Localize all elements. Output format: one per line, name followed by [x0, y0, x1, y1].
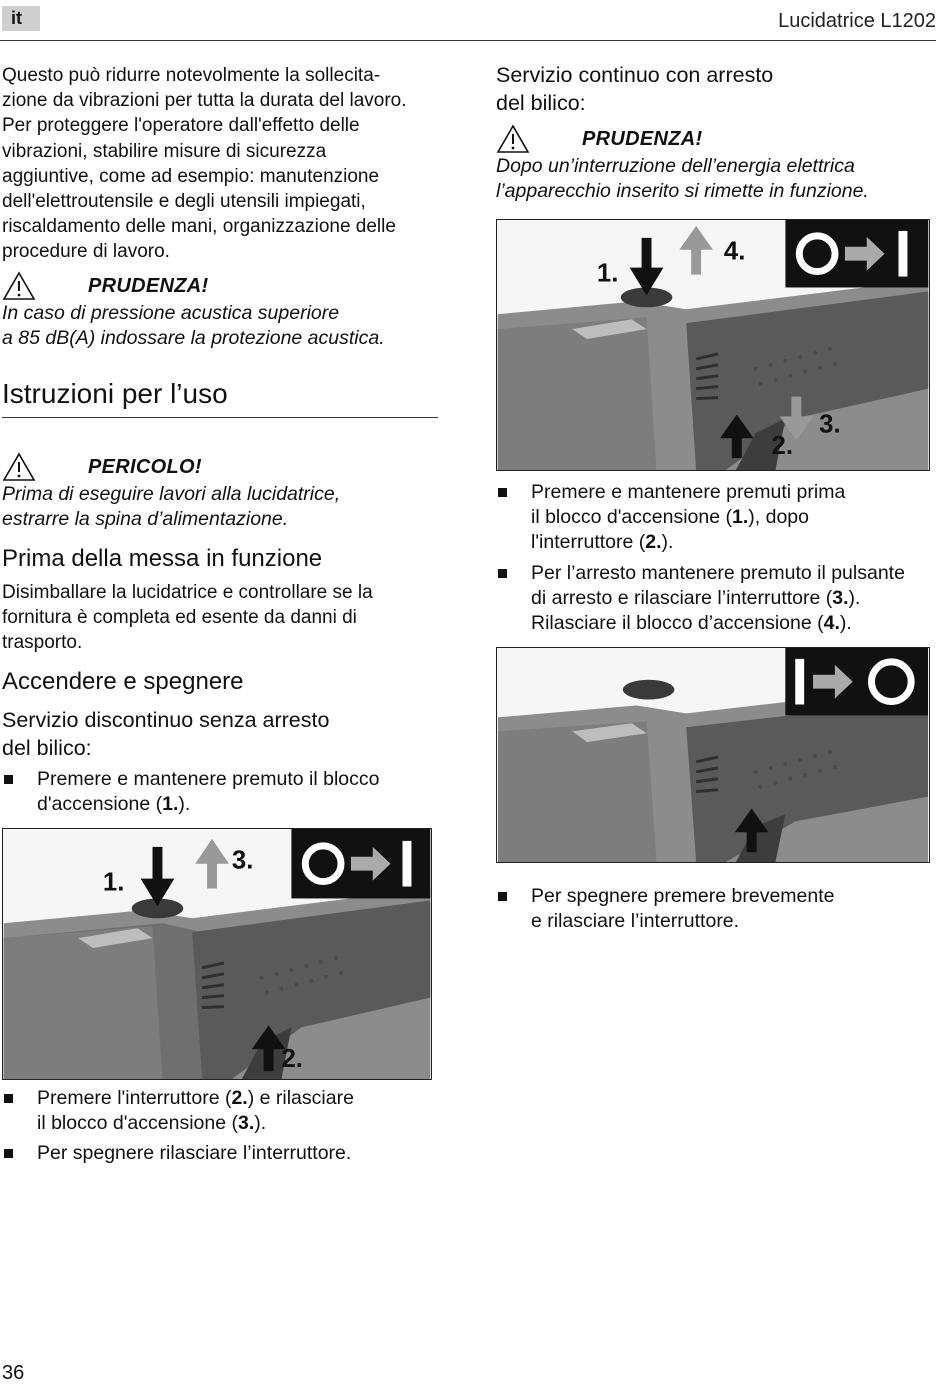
heading-line: del bilico: [2, 735, 92, 760]
list-item: Per spegnere rilasciare l’interruttore. [2, 1141, 440, 1166]
intro-paragraph: Questo può ridurre notevolmente la solle… [2, 63, 440, 265]
paragraph-line: Disimballare la lucidatrice e controllar… [2, 582, 373, 603]
caution-text: l’apparecchio inserito si rimette in fun… [496, 180, 869, 203]
step-label: 4. [724, 238, 746, 266]
list-item: Premere e mantenere premuto il blocco d'… [2, 767, 440, 817]
intro-line: aggiuntive, come ad esempio: manutenzion… [2, 165, 380, 187]
bullet-list-1: Premere e mantenere premuto il blocco d'… [2, 767, 440, 817]
bullet-square-icon [4, 1094, 13, 1103]
step-label: 3. [819, 410, 841, 438]
list-item-text: Premere e mantenere premuti prima [531, 481, 846, 503]
list-item-text: ). [661, 531, 674, 554]
list-item-text: ). [254, 1112, 267, 1135]
bullet-list-4: Per spegnere premere brevemente e rilasc… [496, 884, 936, 934]
heading-line: del bilico: [496, 90, 586, 115]
intro-line: Questo può ridurre notevolmente la solle… [2, 65, 381, 86]
caution-label: PRUDENZA! [582, 127, 703, 150]
warning-triangle-icon [2, 271, 36, 300]
step-label: 1. [597, 260, 619, 288]
danger-label: PERICOLO! [88, 455, 202, 478]
header-rule [0, 40, 936, 41]
heading-discontinuous: Servizio discontinuo senza arresto del b… [2, 707, 440, 762]
danger-block: PERICOLO! Prima di eseguire lavori alla … [2, 452, 440, 533]
first-use-paragraph: Disimballare la lucidatrice e controllar… [2, 580, 440, 656]
danger-text: estrarre la spina d’alimentazione. [2, 508, 289, 531]
bullet-list-2: Premere l'interruttore (2.) e rilasciare… [2, 1086, 440, 1167]
caution-block-noise: PRUDENZA! In caso di pressione acustica … [2, 271, 440, 352]
list-item-text: di arresto e rilasciare l’interruttore ( [531, 586, 833, 609]
danger-text: Prima di eseguire lavori alla lucidatric… [2, 483, 341, 505]
step-ref: 2. [645, 531, 662, 554]
bullet-square-icon [4, 1149, 13, 1159]
list-item-text: Per l’arresto mantenere premuto il pulsa… [531, 561, 905, 584]
step-label: 1. [103, 869, 125, 897]
bullet-square-icon [4, 775, 13, 784]
caution-text: In caso di pressione acustica superiore [2, 302, 340, 324]
list-item-text: ). [178, 793, 191, 816]
caution-text: Dopo un’interruzione dell’energia elettr… [496, 155, 855, 177]
intro-line: zione da vibrazioni per tutta la durata … [2, 90, 407, 112]
list-item-text: Per spegnere premere brevemente [531, 885, 835, 907]
list-item: Per spegnere premere brevemente e rilasc… [496, 884, 936, 934]
page-number: 36 [2, 1362, 25, 1384]
language-tag: it [2, 6, 40, 31]
step-label: 2. [772, 432, 794, 460]
figure-switch-off [496, 647, 930, 863]
heading-first-use: Prima della messa in funzione [2, 545, 323, 572]
list-item: Premere l'interruttore (2.) e rilasciare… [2, 1086, 440, 1136]
document-title: Lucidatrice L1202 [778, 10, 936, 32]
step-ref: 2. [231, 1087, 248, 1109]
step-label: 2. [281, 1045, 303, 1073]
step-ref: 1. [732, 506, 749, 529]
heading-on-off: Accendere e spegnere [2, 668, 244, 695]
list-item-text: Premere l'interruttore ( [37, 1087, 232, 1109]
list-item-text: Per spegnere rilasciare l’interruttore. [37, 1142, 352, 1165]
caution-block-restart: PRUDENZA! Dopo un’interruzione dell’ener… [496, 124, 936, 205]
caution-label: PRUDENZA! [88, 274, 209, 297]
caution-text: a 85 dB(A) indossare la protezione acust… [2, 327, 385, 350]
polisher-handle-illustration [498, 648, 928, 862]
bullet-list-3: Premere e mantenere premuti prima il blo… [496, 480, 936, 636]
list-item-text: Rilasciare il blocco d’accensione ( [531, 612, 824, 635]
step-ref: 3. [832, 586, 849, 609]
intro-line: riscaldamento delle mani, organizzazione… [2, 216, 396, 238]
heading-continuous: Servizio continuo con arresto del bilico… [496, 62, 936, 117]
paragraph-line: trasporto. [2, 632, 83, 654]
intro-line: vibrazioni, stabilire misure di sicurezz… [2, 140, 327, 162]
bullet-square-icon [498, 488, 507, 497]
list-item-text: ). [848, 586, 861, 609]
bullet-square-icon [498, 568, 507, 578]
bullet-square-icon [498, 892, 507, 901]
section-title: Istruzioni per l’uso [2, 378, 228, 409]
figure-switch-continuous: 1. 2. 3. 4. [496, 219, 930, 471]
list-item-text: e rilasciare l’interruttore. [531, 910, 740, 933]
polisher-handle-illustration: 1. 2. 3. 4. [497, 220, 929, 470]
intro-line: procedure di lavoro. [2, 241, 170, 263]
figure-switch-discontinuous: 1. 2. 3. [2, 828, 432, 1080]
intro-line: Per proteggere l'operatore dall'effetto … [2, 115, 360, 137]
step-label: 3. [232, 847, 254, 875]
list-item-text: il blocco d'accensione ( [531, 506, 732, 529]
warning-triangle-icon [496, 124, 530, 153]
step-ref: 3. [238, 1112, 255, 1135]
list-item: Per l’arresto mantenere premuto il pulsa… [496, 561, 936, 637]
intro-line: dell'elettroutensile e degli utensili im… [2, 191, 366, 213]
section-rule [2, 417, 438, 418]
warning-triangle-icon [2, 452, 36, 481]
step-ref: 1. [162, 793, 179, 816]
list-item-text: ). [839, 612, 852, 635]
list-item-text: l'interruttore ( [531, 531, 646, 554]
heading-line: Servizio discontinuo senza arresto [2, 708, 330, 732]
list-item-text: ) e rilasciare [247, 1087, 354, 1109]
step-ref: 4. [823, 612, 840, 635]
list-item-text: ), dopo [748, 506, 809, 529]
paragraph-line: fornitura è completa ed esente da danni … [2, 607, 357, 629]
polisher-handle-illustration: 1. 2. 3. [3, 829, 431, 1079]
list-item: Premere e mantenere premuti prima il blo… [496, 480, 936, 556]
list-item-text: d'accensione ( [37, 793, 163, 816]
list-item-text: Premere e mantenere premuto il blocco [37, 768, 380, 790]
list-item-text: il blocco d'accensione ( [37, 1112, 238, 1135]
heading-line: Servizio continuo con arresto [496, 63, 774, 87]
